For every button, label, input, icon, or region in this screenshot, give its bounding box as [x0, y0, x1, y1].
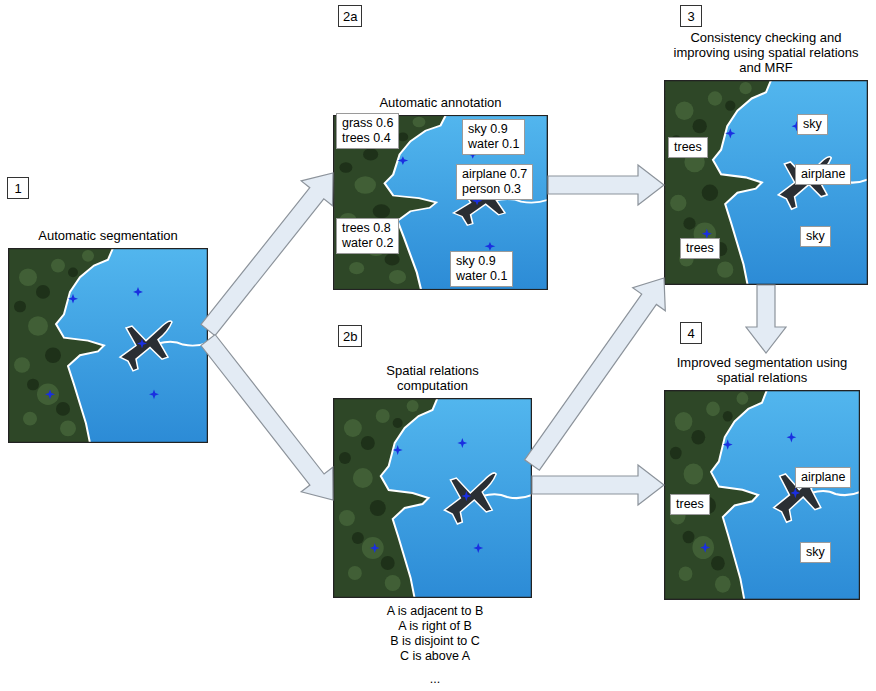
annotation-tag: sky — [800, 542, 831, 563]
block-arrow — [746, 285, 786, 353]
annotation-text: person 0.3 — [462, 182, 527, 197]
relations-photo — [333, 398, 532, 598]
panel-heading: Automatic annotation — [333, 93, 548, 110]
panel-heading: Automatic segmentation — [8, 226, 208, 243]
annotation-text: airplane 0.7 — [462, 167, 527, 182]
annotation-text: trees 0.4 — [342, 131, 393, 146]
annotation-tag: sky — [797, 114, 828, 135]
block-arrow — [201, 173, 333, 336]
panel-heading: Improved segmentation using spatial rela… — [674, 353, 850, 385]
checked-photo — [664, 80, 868, 285]
annotation-tag: sky 0.9water 0.1 — [450, 251, 513, 287]
annotation-tag: grass 0.6trees 0.4 — [336, 113, 399, 149]
callout-number: 2a — [343, 9, 357, 24]
annotation-tag: airplane — [795, 467, 851, 488]
relation-text: ... — [333, 672, 537, 687]
annotated-photo — [333, 115, 548, 290]
annotation-tag: sky 0.9water 0.1 — [462, 119, 525, 155]
improved-photo — [664, 390, 860, 600]
annotation-tag: airplane — [795, 164, 851, 185]
annotation-text: sky — [806, 545, 825, 560]
relation-text: A is right of B — [333, 619, 537, 634]
annotation-tag: airplane 0.7person 0.3 — [456, 164, 533, 200]
annotation-text: sky 0.9 — [456, 254, 507, 269]
step-number-box: 1 — [7, 177, 29, 199]
block-arrow — [532, 465, 664, 505]
annotation-text: grass 0.6 — [342, 116, 393, 131]
image-panel: Consistency checking and improving using… — [664, 28, 868, 285]
callout-number: 1 — [14, 181, 21, 196]
annotation-text: trees — [674, 140, 702, 155]
callout-number: 3 — [687, 9, 694, 24]
annotation-tag: trees 0.8water 0.2 — [336, 218, 399, 254]
annotation-text: water 0.1 — [468, 137, 519, 152]
annotation-text: trees 0.8 — [342, 221, 393, 236]
annotation-text: sky — [806, 229, 825, 244]
annotation-text: airplane — [801, 470, 845, 485]
relation-text: B is disjoint to C — [333, 634, 537, 649]
annotation-tag: sky — [800, 226, 831, 247]
annotation-text: trees — [676, 497, 704, 512]
segmented-photo — [8, 248, 208, 443]
image-panel: Automatic segmentation — [8, 226, 208, 443]
block-arrow — [548, 165, 664, 205]
step-number-box: 2a — [338, 5, 362, 27]
step-number-box: 4 — [680, 322, 702, 344]
image-panel: Automatic annotation grass 0.6trees 0.4 sk… — [333, 93, 548, 290]
annotation-tag: trees — [680, 238, 720, 259]
image-panel: Improved segmentation using spatial rela… — [664, 353, 860, 600]
callout-number: 4 — [687, 326, 694, 341]
annotation-text: sky 0.9 — [468, 122, 519, 137]
image-panel: Spatial relations computation — [333, 361, 532, 598]
step-number-box: 2b — [338, 325, 362, 347]
annotation-text: water 0.1 — [456, 269, 507, 284]
block-arrow — [201, 335, 333, 501]
annotation-tag: trees — [670, 494, 710, 515]
relation-text: C is above A — [333, 649, 537, 664]
panel-heading: Consistency checking and improving using… — [664, 28, 868, 75]
annotation-text: water 0.2 — [342, 236, 393, 251]
annotation-text: sky — [803, 117, 822, 132]
callout-number: 2b — [343, 329, 357, 344]
annotation-tag: trees — [668, 137, 708, 158]
relation-text: A is adjacent to B — [333, 604, 537, 619]
step-number-box: 3 — [680, 5, 702, 27]
annotation-text: airplane — [801, 167, 845, 182]
annotation-text: trees — [686, 241, 714, 256]
panel-heading: Spatial relations computation — [363, 361, 503, 393]
block-arrow — [525, 278, 666, 470]
